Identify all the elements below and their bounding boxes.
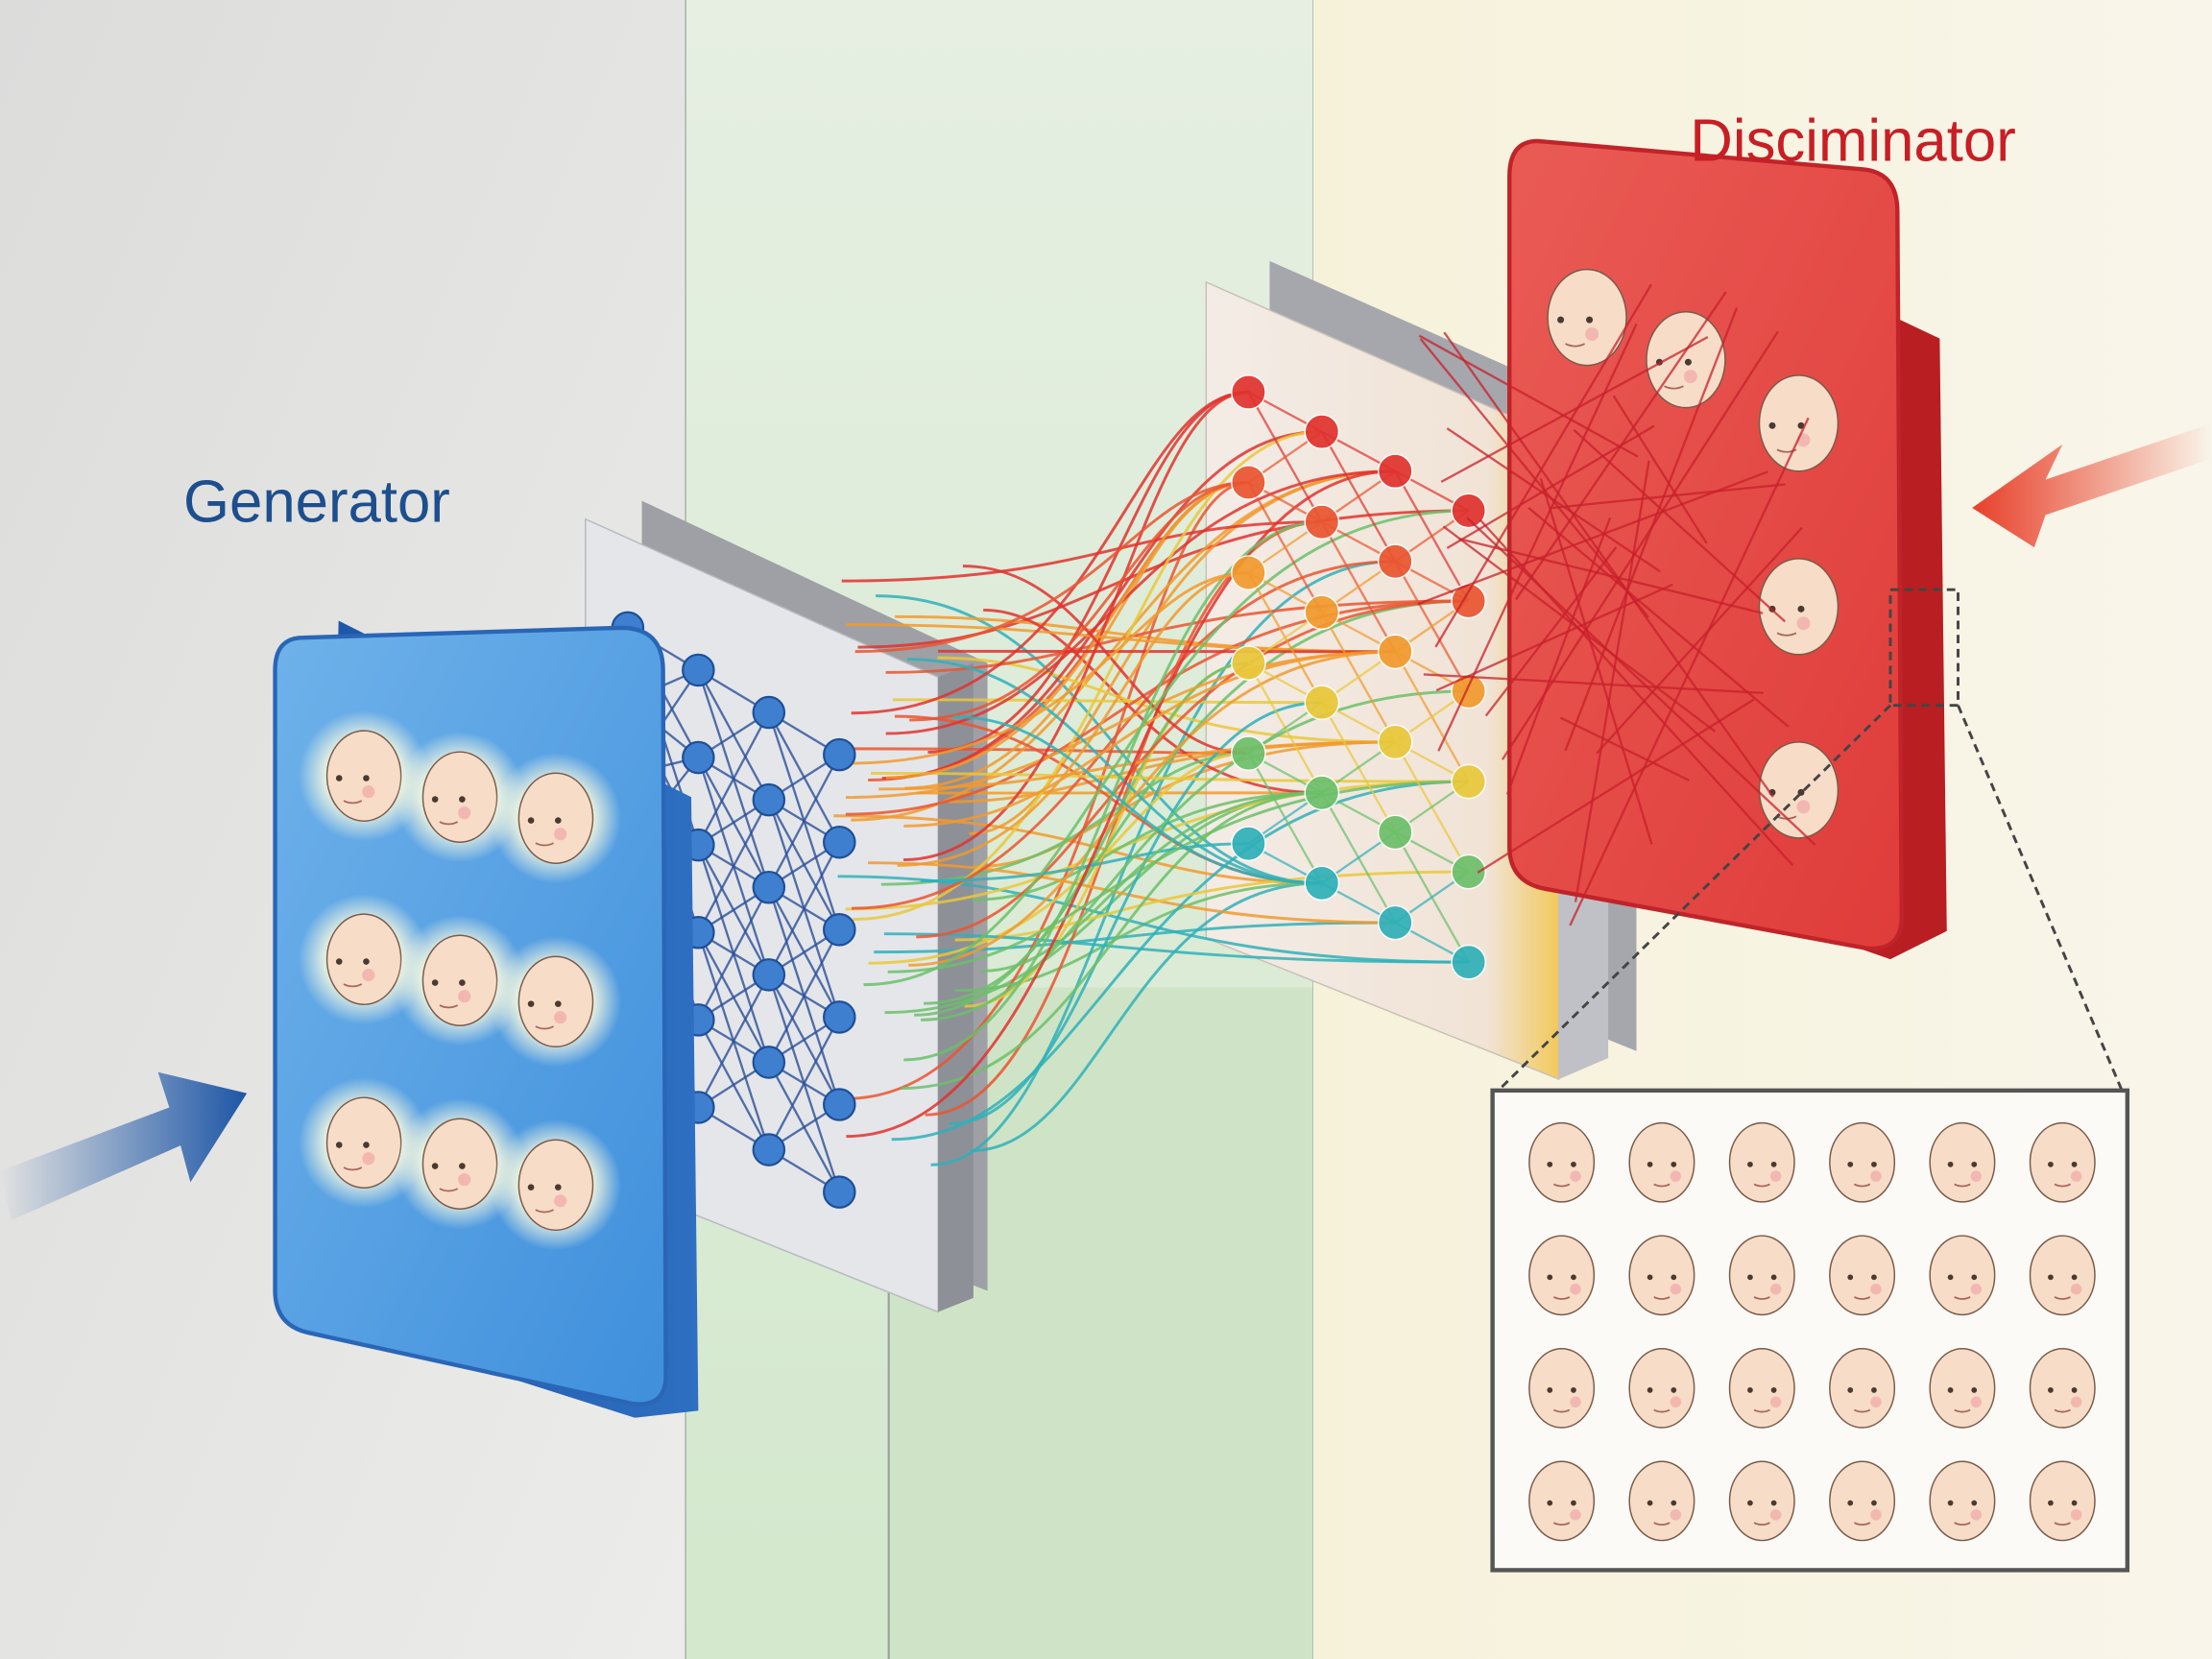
input-arrow-icon [0, 1071, 248, 1221]
generated-faces-grid [298, 709, 622, 1251]
face-icon [1646, 311, 1726, 409]
neuron-node [1231, 645, 1266, 681]
generator-panel [273, 620, 699, 1418]
real-faces-grid [1528, 1121, 2096, 1542]
face-icon [1628, 1235, 1695, 1316]
face-icon [1758, 558, 1839, 656]
neuron-node [1304, 685, 1340, 721]
zoom-selection-box [1888, 588, 1960, 708]
face-icon [1628, 1460, 1695, 1542]
neuron-node [1451, 944, 1486, 980]
neuron-node [682, 740, 715, 775]
neuron-node [1231, 555, 1266, 590]
face-icon [1528, 1121, 1596, 1203]
face-icon [1547, 268, 1627, 367]
neuron-node [823, 1175, 856, 1209]
face-icon [2029, 1460, 2096, 1542]
neuron-node [1451, 763, 1486, 800]
discriminator-connections [1417, 283, 1816, 926]
face-icon [1829, 1348, 1896, 1429]
neuron-node [823, 913, 856, 947]
neuron-node [1304, 775, 1340, 811]
neuron-node [1304, 414, 1340, 449]
neuron-node [752, 695, 786, 730]
neuron-node [1377, 904, 1413, 941]
face-icon [1528, 1348, 1596, 1429]
neuron-node [752, 870, 786, 904]
neuron-node [823, 737, 856, 772]
neuron-node [752, 782, 786, 817]
face-icon [2029, 1348, 2096, 1429]
face-icon [1728, 1460, 1795, 1542]
neuron-node [1231, 826, 1266, 862]
face-icon [1728, 1121, 1795, 1203]
face-icon [1528, 1460, 1596, 1542]
neuron-node [823, 825, 856, 859]
neuron-node [1377, 724, 1413, 760]
face-icon [2029, 1235, 2096, 1316]
neuron-node [1231, 374, 1266, 410]
feedback-arrow-icon [1972, 422, 2212, 548]
face-icon [1728, 1348, 1795, 1429]
face-icon [1758, 374, 1839, 472]
face-icon [1829, 1121, 1896, 1203]
neuron-node [1451, 493, 1486, 529]
neuron-node [752, 958, 786, 992]
face-icon [1929, 1460, 1996, 1542]
neuron-node [752, 1133, 786, 1166]
face-icon [490, 1119, 622, 1251]
face-icon [1728, 1235, 1795, 1316]
face-icon [2029, 1121, 2096, 1203]
neuron-node [1377, 814, 1413, 851]
generator-label: Generator [183, 469, 450, 536]
face-icon [1929, 1121, 1996, 1203]
face-icon [490, 936, 622, 1068]
neuron-node [1231, 465, 1266, 500]
neuron-node [823, 1088, 856, 1121]
neuron-node [1304, 504, 1340, 541]
face-icon [1628, 1121, 1695, 1203]
neuron-node [752, 1046, 786, 1079]
neuron-node [1377, 634, 1413, 670]
face-icon [1758, 741, 1839, 839]
face-icon [1829, 1460, 1896, 1542]
connection-lines [509, 391, 1470, 1251]
zoom-inset [1490, 588, 2130, 1573]
neuron-node [1304, 865, 1340, 902]
discriminator-panel [1507, 138, 1947, 960]
face-icon [1628, 1348, 1695, 1429]
neuron-node [1451, 854, 1486, 890]
neuron-node [1231, 735, 1266, 772]
neuron-nodes [611, 374, 1486, 1209]
neuron-node [682, 653, 715, 687]
neuron-node [1451, 673, 1486, 709]
face-icon [490, 753, 622, 884]
neuron-node [1377, 543, 1413, 580]
neuron-node [1377, 453, 1413, 490]
face-icon [1829, 1235, 1896, 1316]
face-icon [1929, 1235, 1996, 1316]
face-icon [1528, 1235, 1596, 1316]
face-icon [1929, 1348, 1996, 1429]
neuron-node [823, 1000, 856, 1034]
discriminator-label: Disciminator [1690, 108, 2015, 175]
neuron-node [1304, 594, 1340, 631]
